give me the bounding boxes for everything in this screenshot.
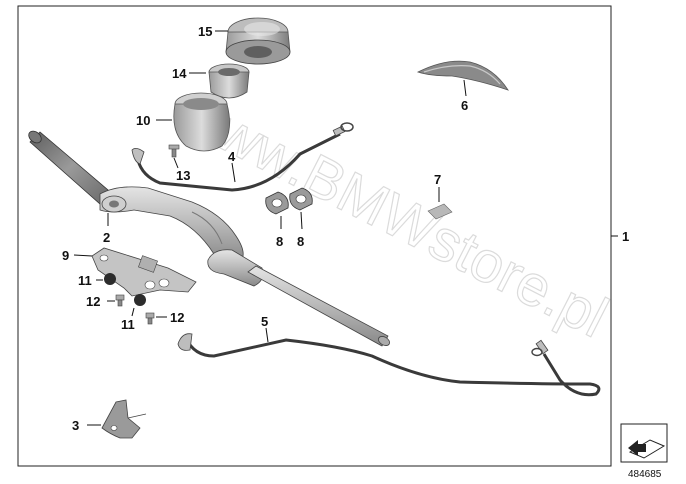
part-6-trim-cover	[416, 60, 509, 91]
watermark-text: www.BMWstore.pl	[168, 78, 618, 350]
callout-1: 1	[622, 229, 629, 244]
callout-8a: 8	[276, 234, 283, 249]
part-8-clamp-left	[265, 191, 289, 215]
part-10-cup-housing	[173, 92, 230, 152]
part-7-small-plate	[427, 203, 453, 220]
callout-15: 15	[198, 24, 212, 39]
part-11-damper-lower	[134, 294, 146, 306]
callout-4: 4	[228, 149, 236, 164]
part-12-bolt-right	[145, 312, 155, 325]
part-4-cable	[131, 122, 354, 192]
callout-10: 10	[136, 113, 150, 128]
part-13-screw	[168, 144, 180, 158]
part-2-handlebar-assembly	[28, 130, 390, 347]
part-11-damper-upper	[104, 273, 116, 285]
callout-11b: 11	[121, 317, 135, 332]
part-9-bracket-plate	[91, 247, 197, 297]
part-8-clamp-right	[289, 187, 313, 211]
part-14-adapter-ring	[208, 63, 250, 99]
leader-6	[463, 79, 467, 97]
callout-9: 9	[62, 248, 69, 263]
part-15-top-cap	[225, 17, 291, 65]
part-5-long-cable	[177, 333, 601, 397]
callout-8b: 8	[297, 234, 304, 249]
callout-11a: 11	[78, 273, 92, 288]
leader-8b	[300, 211, 303, 230]
callout-13: 13	[176, 168, 190, 183]
callout-7: 7	[434, 172, 441, 187]
part-3-small-bracket	[101, 399, 147, 439]
leader-9	[73, 254, 93, 257]
diagram-reference-number: 484685	[628, 469, 662, 480]
callout-6: 6	[461, 98, 468, 113]
reference-box	[620, 423, 668, 463]
part-12-bolt-left	[115, 294, 125, 307]
arrow-icon	[628, 440, 646, 456]
leader-5	[265, 327, 269, 343]
callout-14: 14	[172, 66, 187, 81]
callout-5: 5	[261, 314, 268, 329]
callout-2: 2	[103, 230, 110, 245]
leader-11b	[131, 307, 135, 317]
leader-4	[231, 162, 236, 183]
leader-13	[173, 157, 179, 169]
callout-12b: 12	[170, 310, 184, 325]
callout-12a: 12	[86, 294, 100, 309]
callout-3: 3	[72, 418, 79, 433]
